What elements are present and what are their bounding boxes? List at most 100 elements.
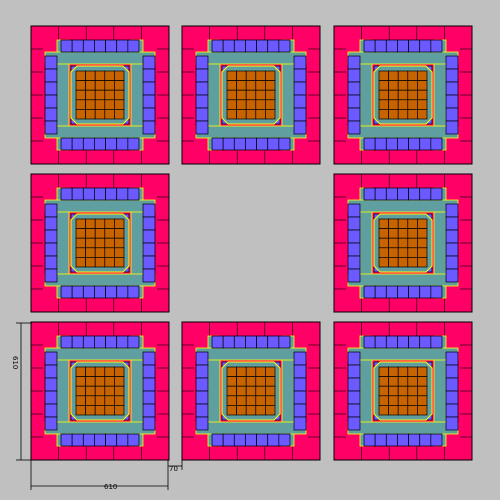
- unit-blue-left: [44, 203, 58, 218]
- unit-core: [226, 80, 237, 91]
- unit-blue-left: [44, 216, 58, 231]
- unit-core: [407, 109, 418, 120]
- unit-core: [378, 366, 389, 377]
- unit-blue-top: [60, 39, 73, 53]
- unit-core: [236, 99, 247, 110]
- unit-blue-top: [374, 187, 387, 201]
- unit-blue-bottom: [233, 433, 246, 447]
- unit-blue-right: [142, 351, 156, 366]
- unit-core: [236, 405, 247, 416]
- unit-blue-right: [293, 94, 307, 109]
- unit-blue-left: [44, 107, 58, 122]
- unit-core: [397, 228, 409, 239]
- unit-core: [226, 99, 237, 110]
- unit-core: [236, 80, 247, 91]
- unit-core: [378, 80, 389, 91]
- unit-blue-top: [82, 187, 95, 201]
- unit-blue-left: [44, 229, 58, 244]
- unit-core: [104, 405, 115, 416]
- unit-core: [388, 80, 399, 91]
- unit-blue-right: [445, 416, 459, 431]
- dim-width-label: 610: [104, 483, 117, 491]
- unit-core: [94, 99, 106, 110]
- unit-blue-right: [445, 203, 459, 218]
- unit-core: [114, 70, 125, 81]
- unit-blue-left: [347, 68, 361, 83]
- unit-core: [75, 237, 86, 249]
- unit-core: [378, 70, 389, 81]
- unit-core: [94, 247, 106, 258]
- unit-blue-bottom: [408, 285, 421, 299]
- unit-blue-left: [44, 120, 58, 135]
- unit-blue-top: [245, 335, 257, 349]
- unit-core: [114, 218, 125, 229]
- unit-blue-bottom: [82, 285, 95, 299]
- unit-core: [245, 376, 257, 387]
- unit-blue-top: [211, 335, 224, 349]
- unit-core: [397, 70, 409, 81]
- unit-blue-left: [347, 377, 361, 392]
- unit-blue-left: [347, 94, 361, 109]
- unit-blue-right: [293, 107, 307, 122]
- unit-blue-top: [71, 187, 84, 201]
- unit-blue-left: [44, 94, 58, 109]
- unit-blue-right: [445, 351, 459, 366]
- unit-core: [397, 99, 409, 110]
- unit-core: [94, 228, 106, 239]
- unit-blue-left: [44, 416, 58, 431]
- unit-core: [114, 109, 125, 120]
- unit-core: [75, 80, 86, 91]
- unit-blue-right: [142, 203, 156, 218]
- unit-blue-right: [142, 364, 156, 379]
- unit-blue-right: [142, 377, 156, 392]
- unit-blue-bottom: [211, 433, 224, 447]
- unit-core: [265, 385, 276, 397]
- corridor-top: [347, 199, 459, 213]
- unit-blue-top: [233, 335, 246, 349]
- corridor-bottom: [347, 421, 459, 435]
- unit-blue-bottom: [374, 433, 387, 447]
- unit-core: [265, 109, 276, 120]
- unit-core: [85, 80, 96, 91]
- unit-core: [407, 366, 418, 377]
- unit-core: [94, 70, 106, 81]
- unit-blue-top: [82, 335, 95, 349]
- unit-blue-left: [195, 416, 209, 431]
- unit-blue-right: [142, 403, 156, 418]
- unit-core: [388, 89, 399, 101]
- unit-blue-bottom: [116, 285, 129, 299]
- unit-blue-top: [60, 335, 73, 349]
- unit-blue-right: [142, 81, 156, 96]
- unit-blue-left: [347, 255, 361, 270]
- unit-blue-right: [142, 94, 156, 109]
- unit-blue-bottom: [94, 137, 106, 151]
- unit-core: [407, 237, 418, 249]
- unit-blue-top: [408, 335, 421, 349]
- unit-core: [245, 80, 257, 91]
- unit-core: [417, 237, 428, 249]
- unit-core: [114, 366, 125, 377]
- unit-blue-left: [195, 120, 209, 135]
- unit-blue-top: [419, 335, 432, 349]
- unit-blue-left: [347, 81, 361, 96]
- unit-core: [417, 395, 428, 406]
- unit-blue-top: [222, 39, 235, 53]
- unit-blue-right: [445, 81, 459, 96]
- unit-blue-bottom: [430, 285, 443, 299]
- unit-core: [388, 385, 399, 397]
- unit-blue-bottom: [60, 433, 73, 447]
- unit-core: [265, 366, 276, 377]
- unit-blue-right: [445, 229, 459, 244]
- unit-blue-top: [385, 187, 398, 201]
- unit-core: [226, 89, 237, 101]
- unit-core: [388, 366, 399, 377]
- unit-core: [407, 99, 418, 110]
- unit-blue-top: [374, 39, 387, 53]
- unit-blue-right: [293, 55, 307, 70]
- unit-blue-bottom: [127, 433, 140, 447]
- unit-blue-bottom: [397, 285, 409, 299]
- corridor-top: [44, 199, 156, 213]
- unit-blue-bottom: [374, 137, 387, 151]
- unit-blue-right: [142, 242, 156, 257]
- unit-blue-right: [142, 216, 156, 231]
